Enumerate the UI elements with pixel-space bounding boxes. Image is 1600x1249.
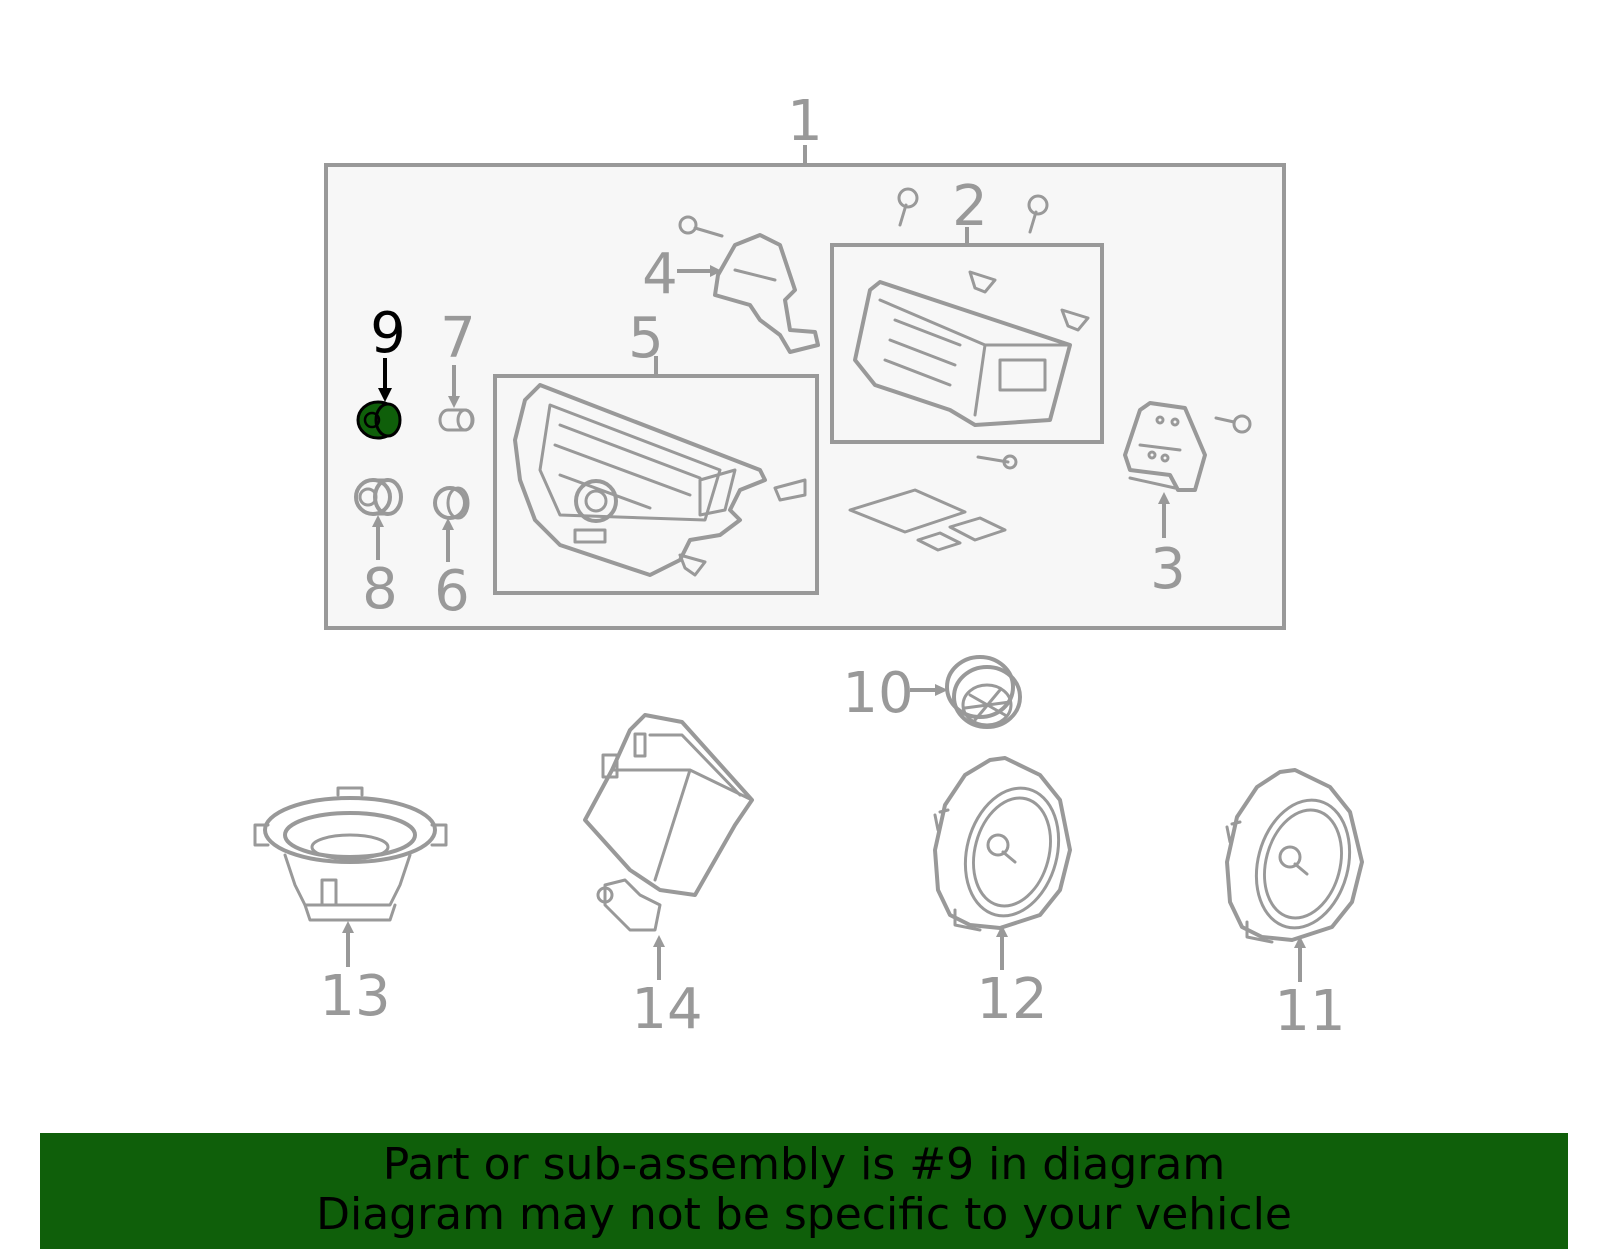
callout-8: 8 [362, 557, 398, 622]
callout-14: 14 [631, 977, 702, 1042]
callout-7: 7 [440, 306, 476, 371]
knob-part-9-highlighted [356, 400, 402, 440]
callout-1: 1 [787, 89, 823, 154]
callout-13: 13 [319, 964, 390, 1029]
banner-line-disclaimer: Diagram may not be specific to your vehi… [316, 1189, 1292, 1240]
leader-7-arrow [448, 396, 460, 408]
callout-3: 3 [1150, 537, 1186, 602]
cap-part-6 [433, 486, 470, 520]
bolt-part-4 [678, 215, 724, 238]
leader-9-arrow [378, 388, 392, 402]
leader-8-arrow [372, 515, 384, 527]
leader-3-arrow [1158, 492, 1170, 504]
callout-5: 5 [628, 306, 664, 371]
callout-6: 6 [434, 559, 470, 624]
plates-under-box-2 [848, 488, 1007, 552]
leader-14-arrow [653, 935, 665, 947]
bracket-part-4 [713, 233, 820, 354]
callout-4: 4 [642, 242, 678, 307]
callout-10: 10 [842, 661, 913, 726]
callout-11: 11 [1274, 979, 1345, 1044]
speaker-part-11 [1225, 768, 1364, 944]
bolt-left-of-2 [897, 187, 919, 227]
bracket-part-3 [1123, 401, 1207, 492]
leader-11-arrow [1294, 936, 1306, 948]
info-banner: Part or sub-assembly is #9 in diagram Di… [40, 1133, 1568, 1249]
speaker-part-13 [253, 786, 448, 922]
assembly-panel [324, 163, 1286, 630]
speaker-part-12 [933, 756, 1072, 932]
tweeter-part-10 [945, 655, 1022, 729]
bolt-right-of-2 [1027, 194, 1049, 234]
callout-9: 9 [370, 301, 406, 366]
leader-13-arrow [342, 921, 354, 933]
module-part-14 [583, 713, 754, 932]
leader-4-arrow [710, 265, 722, 277]
knob-part-8 [354, 478, 403, 516]
control-panel-part-5 [513, 383, 807, 577]
leader-12-arrow [996, 925, 1008, 937]
callout-2: 2 [952, 174, 988, 239]
radio-unit-part-2 [853, 270, 1090, 470]
banner-line-part-info: Part or sub-assembly is #9 in diagram [382, 1139, 1226, 1190]
leader-6-arrow [442, 518, 454, 530]
cap-part-7 [438, 408, 475, 432]
leader-10-arrow [935, 684, 948, 696]
bolt-part-3 [1214, 414, 1252, 434]
callout-12: 12 [976, 967, 1047, 1032]
